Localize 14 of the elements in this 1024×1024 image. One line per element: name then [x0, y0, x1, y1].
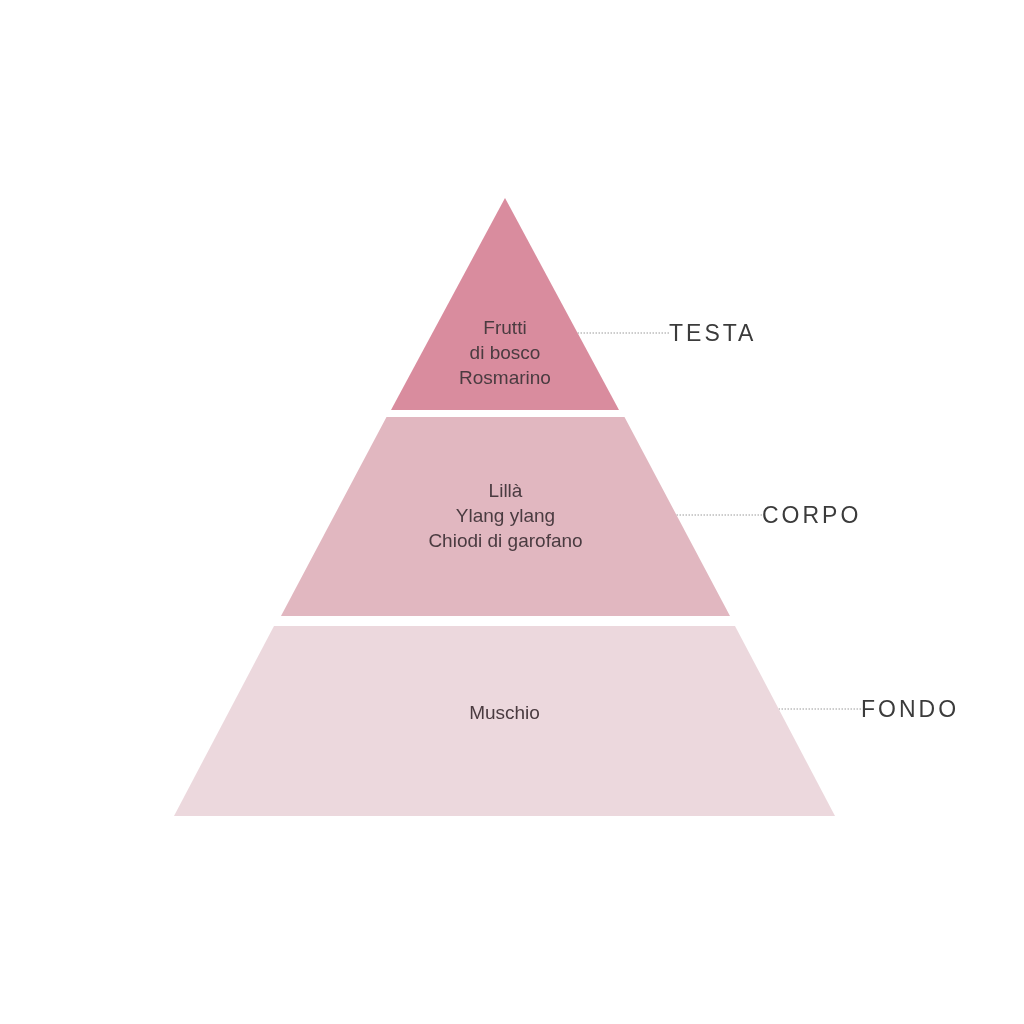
leader-line [778, 708, 862, 710]
note-text: Ylang ylang [455, 503, 556, 528]
note-text: Rosmarino [459, 365, 551, 390]
tier-label: CORPO [762, 501, 862, 529]
pyramid-tier [281, 417, 730, 616]
note-text: Chiodi di garofano [428, 528, 583, 553]
note-text: Muschio [469, 700, 540, 725]
pyramid-tier [174, 626, 835, 816]
tier-label: FONDO [861, 695, 960, 723]
pyramid-tier [391, 198, 619, 410]
leader-line [577, 332, 670, 334]
tier-label: TESTA [669, 319, 757, 347]
note-text: Lillà [488, 478, 523, 503]
note-text: Frutti di bosco [469, 315, 541, 365]
